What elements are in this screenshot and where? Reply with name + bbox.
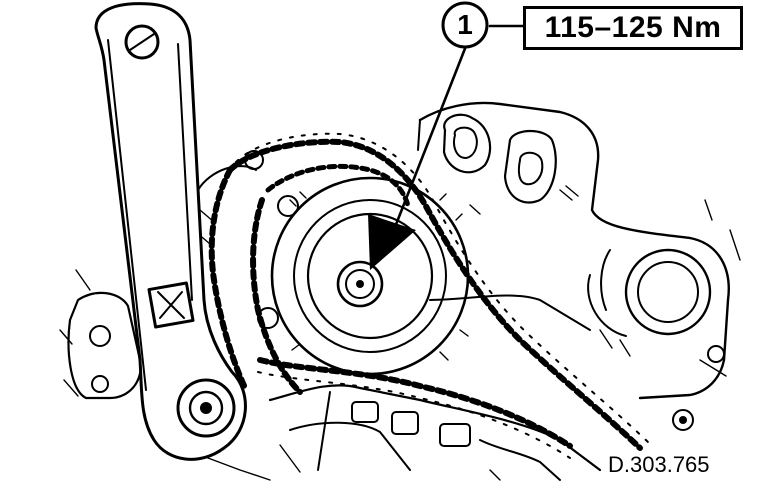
engine-housing (417, 101, 741, 431)
callout-number: 1 (457, 9, 473, 40)
left-housing (59, 165, 257, 400)
lower-cover (199, 384, 602, 481)
wrench-icon (94, 2, 247, 461)
arrow-icon (368, 1, 525, 270)
sprocket-icon (244, 150, 470, 376)
chain-icon (208, 132, 649, 459)
figure-reference: D.303.765 (606, 452, 712, 478)
torque-spec-label: 115–125 Nm (523, 6, 743, 50)
